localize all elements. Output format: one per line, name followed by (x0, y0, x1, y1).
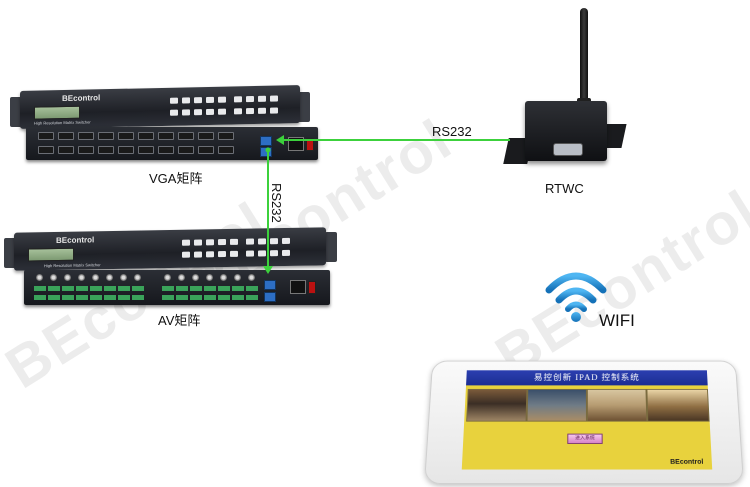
bnc-connector (134, 274, 141, 281)
audio-terminal (204, 286, 216, 291)
audio-terminal (104, 286, 116, 291)
vga-rs232-port (260, 136, 272, 146)
audio-terminal (118, 295, 130, 300)
vga-port (38, 146, 54, 154)
vga-port (158, 146, 174, 154)
vga-port (198, 132, 214, 140)
vga-port (218, 132, 234, 140)
av-power-switch (308, 281, 316, 294)
audio-terminal (162, 295, 174, 300)
audio-terminal (48, 286, 60, 291)
bnc-connector (64, 274, 71, 281)
audio-terminal (62, 295, 74, 300)
audio-terminal (48, 295, 60, 300)
vga-port (58, 146, 74, 154)
vga-port (218, 146, 234, 154)
audio-terminal (90, 295, 102, 300)
audio-terminal (246, 286, 258, 291)
rs232-horizontal-label: RS232 (432, 124, 472, 139)
vga-port (198, 146, 214, 154)
bnc-connector (50, 274, 57, 281)
audio-terminal (162, 286, 174, 291)
wifi-icon (545, 272, 607, 322)
antenna (580, 8, 588, 103)
bnc-connector (178, 274, 185, 281)
audio-terminal (34, 286, 46, 291)
rs232-junction (265, 147, 271, 153)
av-power-socket (290, 280, 306, 294)
av-back-panel (24, 270, 330, 305)
vga-rack-ear-right (298, 92, 310, 122)
vga-port (118, 146, 134, 154)
bnc-connector (192, 274, 199, 281)
audio-terminal (76, 286, 88, 291)
vga-port (58, 132, 74, 140)
bnc-connector (206, 274, 213, 281)
audio-terminal (76, 295, 88, 300)
bnc-connector (234, 274, 241, 281)
bnc-connector (248, 274, 255, 281)
av-rs232-port (264, 292, 276, 302)
vga-port (158, 132, 174, 140)
rtwc-body (525, 101, 607, 161)
audio-terminal (190, 286, 202, 291)
bnc-connector (220, 274, 227, 281)
vga-port (78, 146, 94, 154)
rtwc-label: RTWC (545, 181, 584, 196)
vga-power-switch (306, 138, 314, 151)
bnc-connector (92, 274, 99, 281)
bnc-connector (164, 274, 171, 281)
audio-terminal (176, 295, 188, 300)
audio-terminal (232, 295, 244, 300)
audio-terminal (104, 295, 116, 300)
av-matrix-label: AV矩阵 (158, 313, 201, 328)
vga-port (38, 132, 54, 140)
audio-terminal (90, 286, 102, 291)
av-rack-ear-left (4, 238, 16, 268)
rs232-arrow-horizontal (276, 135, 284, 145)
vga-matrix-label: VGA矩阵 (149, 171, 203, 186)
bnc-connector (120, 274, 127, 281)
vga-port (138, 132, 154, 140)
audio-terminal (204, 295, 216, 300)
audio-terminal (246, 295, 258, 300)
audio-terminal (34, 295, 46, 300)
audio-terminal (62, 286, 74, 291)
audio-terminal (132, 286, 144, 291)
audio-terminal (232, 286, 244, 291)
vga-rack-ear-left (10, 97, 22, 127)
vga-back-panel (26, 127, 318, 160)
audio-terminal (176, 286, 188, 291)
vga-port (78, 132, 94, 140)
vga-port (138, 146, 154, 154)
vga-port (178, 132, 194, 140)
bnc-connector (78, 274, 85, 281)
audio-terminal (218, 295, 230, 300)
vga-port (98, 146, 114, 154)
vga-port (118, 132, 134, 140)
audio-terminal (218, 286, 230, 291)
audio-terminal (190, 295, 202, 300)
av-rs232-port (264, 280, 276, 290)
vga-rs232-port (260, 147, 272, 157)
bnc-connector (36, 274, 43, 281)
bnc-connector (106, 274, 113, 281)
db9-connector (553, 143, 583, 156)
vga-port (178, 146, 194, 154)
audio-terminal (132, 295, 144, 300)
rs232-arrow-vertical (263, 266, 273, 274)
rs232-vertical-label: RS232 (269, 183, 284, 223)
wifi-label: WIFI (599, 311, 635, 330)
audio-terminal (118, 286, 130, 291)
vga-port (98, 132, 114, 140)
av-rack-ear-right (325, 232, 337, 262)
